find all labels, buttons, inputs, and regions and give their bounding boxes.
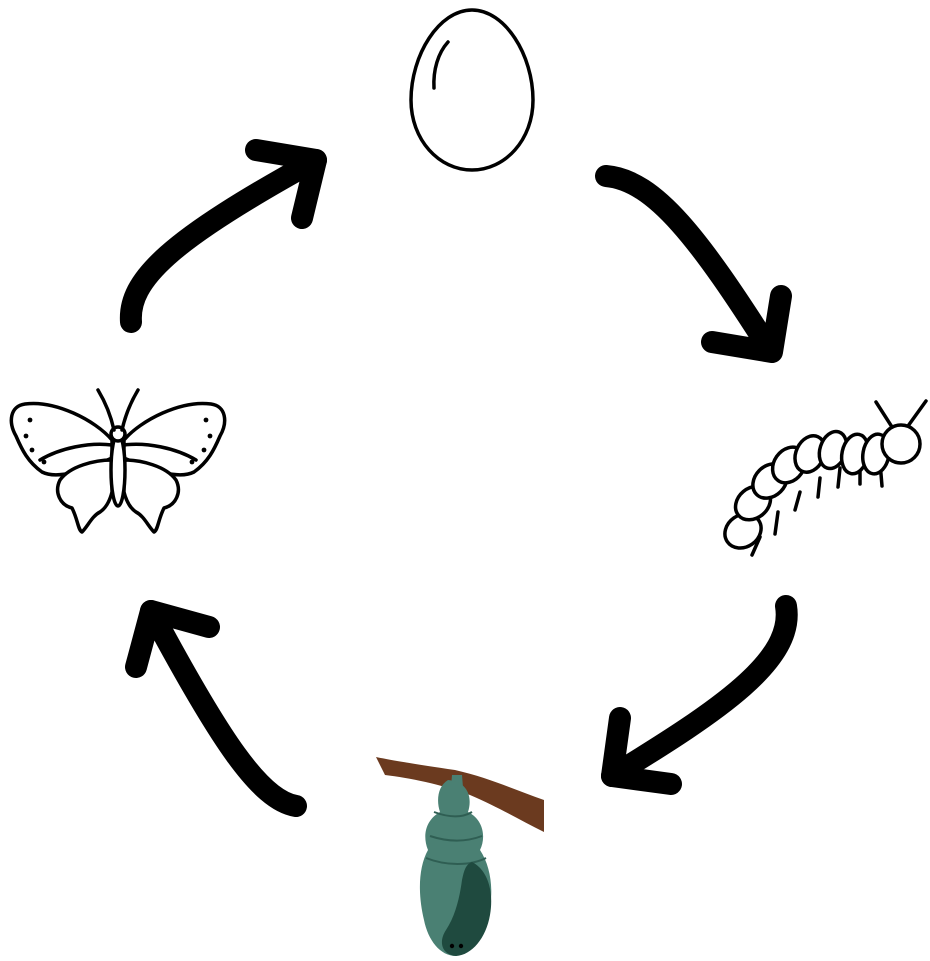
chrysalis-icon bbox=[376, 757, 544, 956]
arrow-egg-to-larva bbox=[606, 176, 781, 352]
egg-icon bbox=[411, 10, 533, 170]
butterfly-icon bbox=[11, 390, 224, 532]
arrow-larva-to-pupa bbox=[612, 606, 787, 784]
arrow-pupa-to-adult bbox=[136, 611, 296, 806]
arrow-adult-to-egg bbox=[131, 150, 316, 322]
caterpillar-icon bbox=[718, 401, 926, 555]
